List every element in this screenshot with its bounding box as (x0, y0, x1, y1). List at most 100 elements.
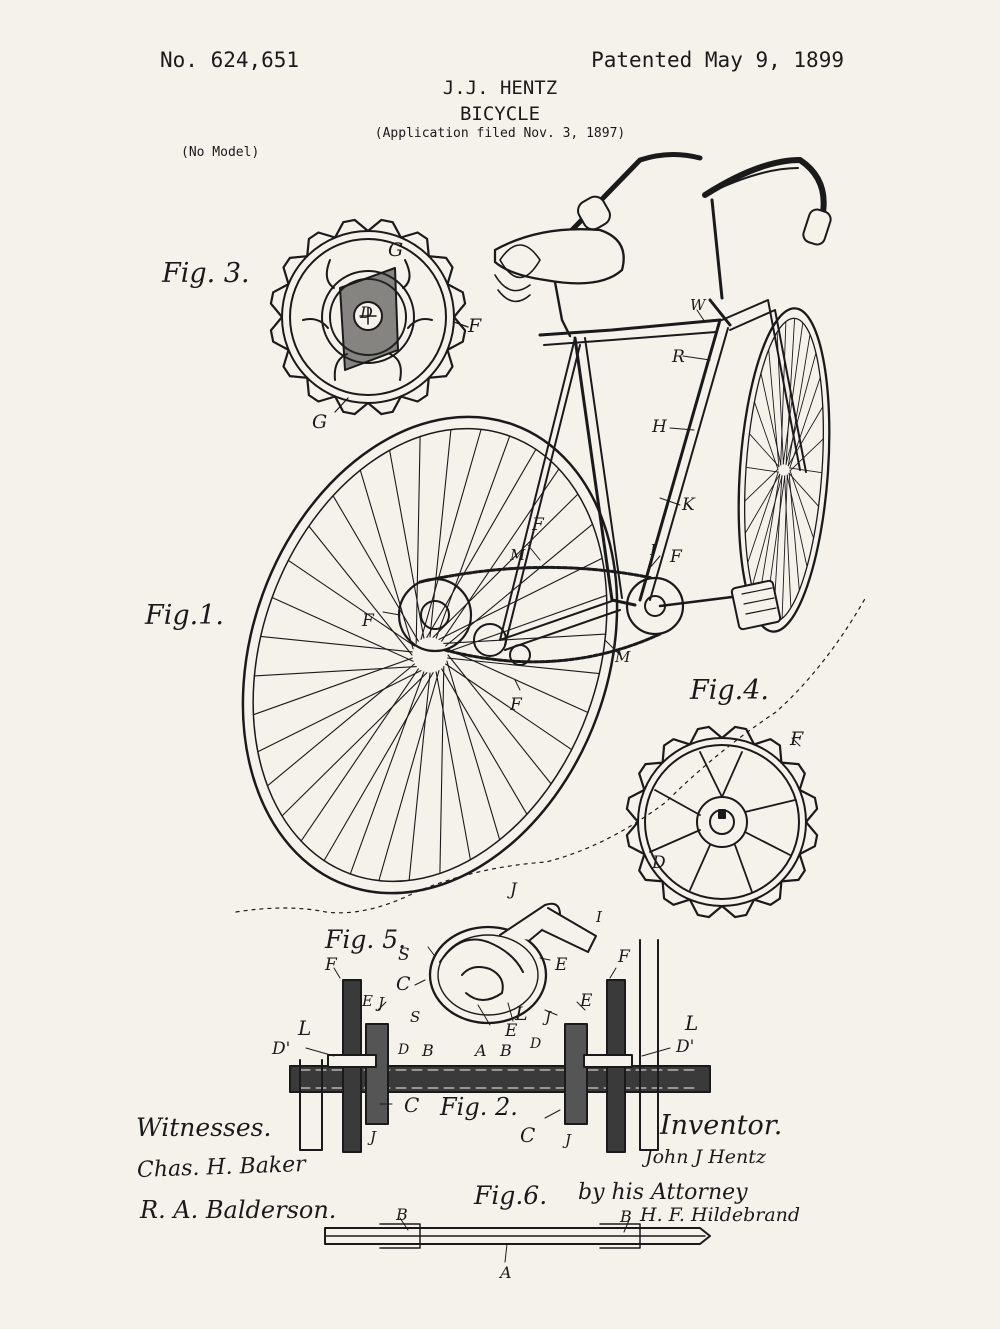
label-F-fig2-left: F (324, 955, 338, 975)
wheel-spoke (787, 406, 824, 467)
wheel-spoke (447, 654, 552, 785)
wheel-spoke (271, 596, 414, 662)
inventor-heading: Inventor. (660, 1110, 783, 1141)
wheel-spoke (420, 428, 482, 640)
label-F-fig1-right: F (669, 547, 683, 567)
label-F-fig1-bottom: F (509, 695, 523, 715)
label-B-fig6-left: B (395, 1205, 408, 1224)
patent-date: Patented May 9, 1899 (591, 48, 844, 72)
wheel-spoke (443, 633, 607, 644)
label-B-fig2-right: B (499, 1041, 512, 1060)
wheel-spoke (788, 472, 800, 591)
label-W: W (690, 296, 707, 314)
wheel-spoke (744, 473, 781, 534)
fig3-sprocket-drawing (269, 218, 469, 416)
label-E-fig2-right: E (579, 991, 593, 1011)
label-F-fig3: F (467, 315, 482, 337)
wheel-spoke (252, 657, 413, 716)
wheel-spoke (435, 435, 511, 639)
wheel-spoke (435, 671, 471, 861)
label-J-fig2-bottom-left: J (367, 1128, 377, 1146)
wheel-spoke (415, 436, 421, 644)
inventor-signature: John J Hentz (645, 1146, 766, 1168)
label-E-fig2-left: E (361, 992, 373, 1010)
label-K: K (681, 495, 696, 515)
wheel-spoke (768, 349, 780, 468)
label-L-fig2-right: L (684, 1011, 698, 1035)
label-I-fig1: I (649, 541, 657, 559)
wheel-spoke (744, 468, 779, 502)
wheel-spoke (745, 466, 779, 473)
wheel-spoke (788, 472, 820, 507)
wheel-spoke (260, 635, 413, 653)
label-E-fig5-bottom: E (504, 1021, 518, 1041)
wheel-spoke (378, 670, 440, 882)
wheel-spoke (789, 470, 815, 539)
fig4-sprocket-drawing (625, 725, 819, 919)
wheel-spoke (438, 557, 603, 640)
fig6-caption: Fig.6. (474, 1181, 548, 1210)
label-I-fig5: I (595, 908, 603, 926)
wheel-spoke (751, 475, 783, 588)
no-model-note: (No Model) (181, 145, 260, 160)
label-L-fig5: L (514, 1003, 528, 1025)
label-F-fig2-right: F (617, 947, 631, 967)
fig2-axle-section-drawing (289, 939, 711, 1153)
label-A-fig2: A (473, 1041, 487, 1060)
witnesses-heading: Witnesses. (136, 1113, 272, 1142)
attorney-line: by his Attorney (578, 1180, 748, 1205)
label-S-fig5: S (398, 945, 410, 965)
wheel-spoke (441, 468, 560, 642)
fig2-caption: Fig. 2. (440, 1093, 518, 1121)
wheel-spoke (266, 663, 415, 787)
wheel-spoke (787, 334, 811, 467)
wheel-spoke (780, 321, 787, 466)
patent-subject: BICYCLE (459, 103, 541, 125)
label-C-fig2-right: C (520, 1123, 535, 1147)
fig3-caption: Fig. 3. (162, 258, 250, 289)
label-S-fig2: S (410, 1008, 420, 1026)
wheel-spoke (789, 438, 824, 472)
wheel-spoke (281, 672, 428, 817)
label-M-fig1-bottom: M (614, 648, 631, 666)
attorney-signature: H. F. Hildebrand (640, 1204, 801, 1226)
wheel-spoke (748, 433, 780, 468)
wheel-spoke (426, 448, 537, 638)
label-J-fig5: J (507, 880, 518, 900)
wheel-spoke (408, 672, 431, 881)
wheel-spoke (253, 666, 417, 677)
wheel-spoke (782, 322, 804, 465)
sprocket-teeth (625, 725, 819, 919)
label-A-fig6: A (498, 1263, 512, 1282)
wheel-spoke (323, 672, 434, 862)
label-R: R (671, 347, 685, 367)
label-G-fig3-top: G (388, 239, 403, 261)
label-C-fig2-left: C (404, 1093, 419, 1117)
label-F-fig4: F (789, 728, 804, 750)
label-Dprime-fig2-left: D' (271, 1039, 290, 1059)
label-B-fig2-left: B (421, 1041, 434, 1060)
wheel-spoke (447, 657, 600, 675)
wheel-spoke (747, 471, 779, 563)
label-F-fig1-left: F (361, 611, 375, 631)
application-filed-note: (Application filed Nov. 3, 1897) (374, 126, 626, 141)
fig4-caption: Fig.4. (690, 675, 769, 706)
witness-2-signature: R. A. Balderson. (140, 1196, 337, 1224)
wheel-spoke (789, 377, 821, 469)
label-J-fig2-right: J (542, 1008, 552, 1026)
wheel-spoke (432, 493, 579, 638)
wheel-spoke (257, 670, 422, 753)
wheel-spoke (439, 666, 445, 874)
label-B-fig6-right: B (619, 1207, 632, 1226)
wheel-spoke (753, 401, 779, 470)
part-labels: G D F G W R H K F M I F F M F F D J I S … (271, 239, 804, 1282)
wheel-spoke (785, 352, 817, 465)
label-C-fig5: C (396, 973, 411, 995)
wheel-spoke (359, 469, 414, 650)
wheel-spoke (781, 474, 788, 619)
wheel-spoke (784, 475, 792, 609)
label-D-fig3: D (359, 303, 373, 322)
fig1-caption: Fig.1. (145, 600, 224, 631)
wheel-spoke (389, 449, 425, 639)
